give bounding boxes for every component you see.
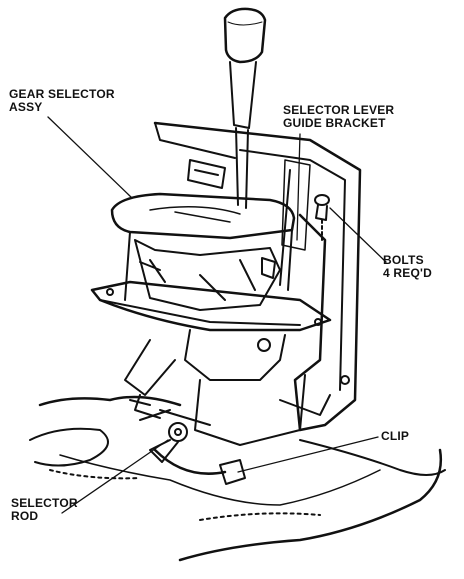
selector-rod-label-line1: SELECTOR xyxy=(11,496,78,510)
guide-bracket-label: SELECTOR LEVER GUIDE BRACKET xyxy=(283,104,394,130)
gear-selector-label-line1: GEAR SELECTOR xyxy=(9,87,115,101)
selector-rod-label: SELECTOR ROD xyxy=(11,497,78,523)
bolt xyxy=(314,194,330,241)
leader-lines xyxy=(47,116,387,514)
base-flange xyxy=(90,280,332,332)
bolts-label-line2: 4 REQ'D xyxy=(383,266,432,280)
guide-bracket-label-line2: GUIDE BRACKET xyxy=(283,116,386,130)
gear-selector-label-line2: ASSY xyxy=(9,100,43,114)
selector-lever-guide-bracket xyxy=(153,121,362,432)
bolts-label: BOLTS 4 REQ'D xyxy=(383,254,432,280)
gear-selector-assy-label: GEAR SELECTOR ASSY xyxy=(9,88,115,114)
floor-tunnel xyxy=(29,395,446,562)
selector-rod-linkage xyxy=(129,399,246,485)
guide-bracket-label-line1: SELECTOR LEVER xyxy=(283,103,395,117)
selector-rod-label-line2: ROD xyxy=(11,509,39,523)
clip-label-line1: CLIP xyxy=(381,429,410,443)
selector-housing xyxy=(124,239,331,446)
bolts-label-line1: BOLTS xyxy=(383,253,424,267)
clip-label: CLIP xyxy=(381,430,409,443)
shift-lever xyxy=(223,7,267,209)
